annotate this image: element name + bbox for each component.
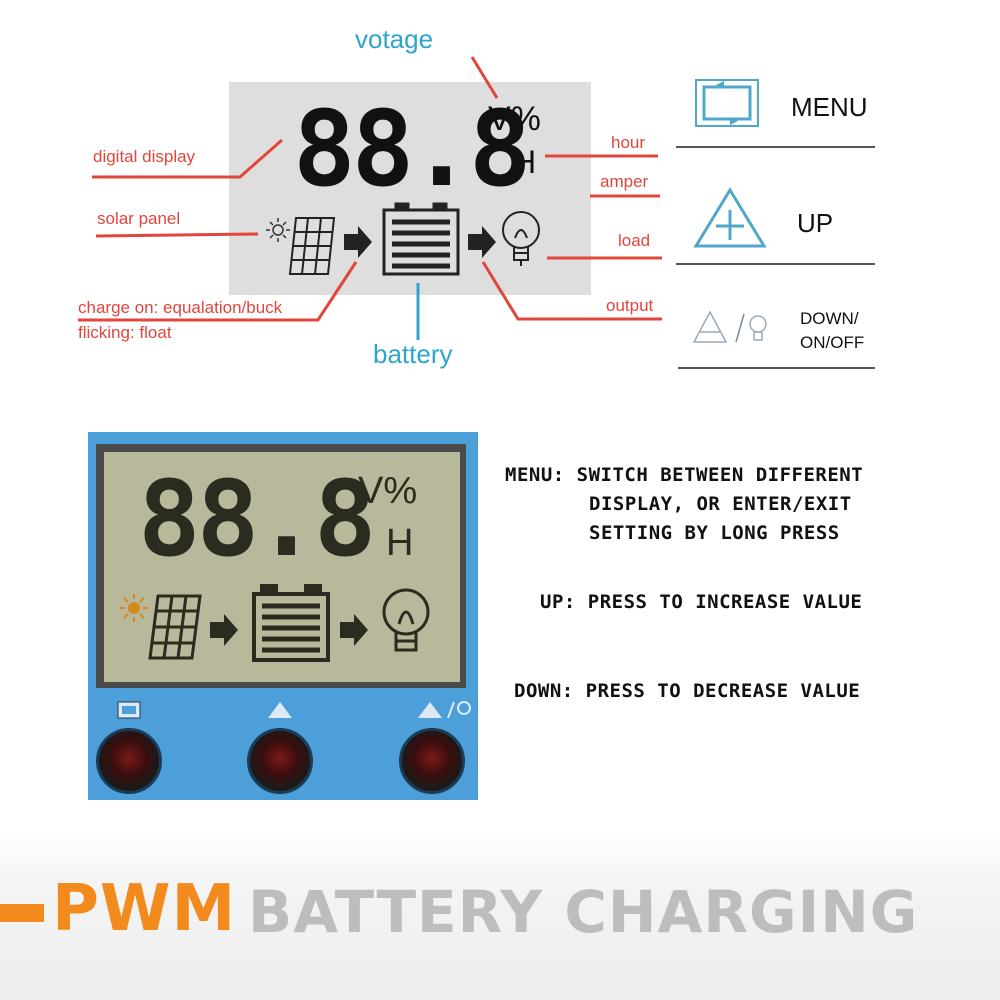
top-unit-h: H [513,144,537,180]
arrow-icon [210,614,238,646]
up-triangle-icon [693,187,767,248]
footer-accent-bar [0,904,44,922]
menu-button[interactable] [96,728,162,794]
arrow-icon [340,614,368,646]
flicking-callout: flicking: float [78,323,172,342]
arrow-icon [344,226,372,258]
digital-display-callout: digital display [93,147,196,166]
top-lcd-screen [229,82,591,295]
menu-instruction-line2: DISPLAY, OR ENTER/EXIT [589,493,852,515]
menu-icon [695,79,759,127]
device-button-icons [117,701,471,719]
top-unit-vp: V% [488,100,541,138]
battery-icon [382,202,460,276]
legend-divider [676,146,875,148]
bulb-icon [382,588,430,652]
hour-callout: hour [611,133,646,152]
solar-panel-icon [288,217,336,275]
footer-pwm-text: PWM [52,872,237,946]
charge-on-callout: charge on: equalation/buck [78,298,283,317]
menu-legend-label: MENU [791,92,868,122]
bulb-icon [502,211,540,266]
device-unit-vp: V% [358,470,418,512]
legend-divider [678,367,875,369]
up-instruction: UP: PRESS TO INCREASE VALUE [540,591,863,613]
menu-icon [117,701,141,719]
votage-callout: votage [355,24,434,54]
battery-icon [252,584,330,662]
sun-icon [120,594,148,622]
top-icon-row [266,202,540,276]
load-callout: load [618,231,651,250]
down-onoff-icon [418,701,471,719]
solar-panel-callout: solar panel [97,209,181,228]
up-legend-label: UP [797,208,834,238]
legend-divider [676,263,875,265]
down-instruction: DOWN: PRESS TO DECREASE VALUE [514,680,861,702]
solar-panel-icon [148,594,202,660]
footer-battery-charging-text: BATTERY CHARGING [248,878,919,946]
arrow-icon [468,226,496,258]
device-unit-h: H [386,522,414,564]
down-onoff-button[interactable] [399,728,465,794]
sun-icon [266,218,290,242]
amper-callout: amper [600,172,649,191]
battery-callout: battery [373,339,453,369]
callout-lines [78,56,662,340]
menu-instruction-line1: MENU: SWITCH BETWEEN DIFFERENT [505,464,864,486]
device-icon-row [120,584,430,662]
up-button[interactable] [247,728,313,794]
footer-banner [0,832,1000,1000]
device-display-digits: 88.8 [138,458,376,580]
down-legend-label-line1: DOWN/ [800,309,859,328]
menu-instruction-line3: SETTING BY LONG PRESS [589,522,840,544]
output-callout: output [606,296,654,315]
down-legend-label-line2: ON/OFF [800,333,865,352]
down-onoff-icon [692,310,767,343]
top-digital-display-digits: 88.8 [293,88,531,210]
up-triangle-icon [268,702,292,718]
